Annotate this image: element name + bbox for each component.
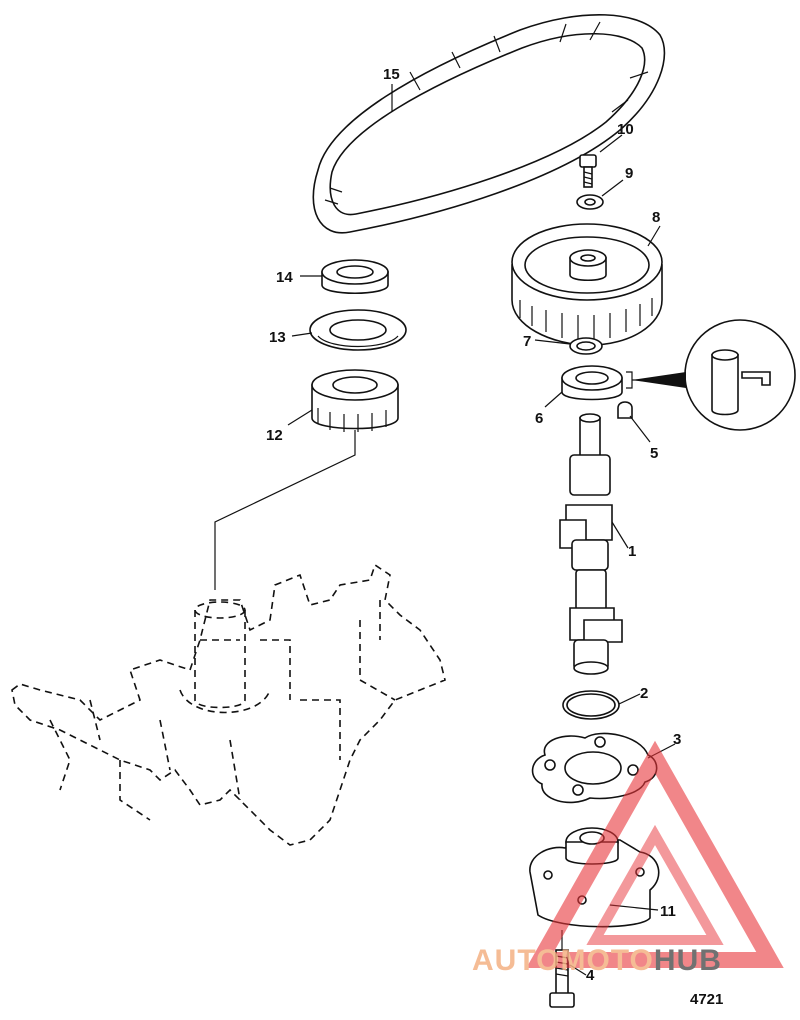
figure-number: 4721: [690, 991, 723, 1008]
svg-text:AUTOMOTOHUB: AUTOMOTOHUB: [472, 944, 722, 977]
label-8: 8: [652, 209, 660, 226]
timing-belt: [312, 13, 666, 234]
label-12: 12: [266, 427, 283, 444]
gasket: [531, 732, 658, 804]
bearing: [561, 365, 685, 401]
camshaft-pulley: [511, 223, 663, 346]
callouts: 15 10 9 8 7 6 5 1 2 3 11 4 14 13 12 4721: [266, 66, 723, 1008]
bolt-top: [579, 154, 597, 188]
detail-inset: [632, 319, 796, 431]
label-9: 9: [625, 165, 633, 182]
oil-seal: [321, 259, 389, 295]
label-11: 11: [660, 903, 676, 920]
label-2: 2: [640, 685, 648, 702]
label-5: 5: [650, 445, 658, 462]
watermark-logo: AUTOMOTOHUB: [472, 740, 784, 977]
label-10: 10: [617, 121, 634, 138]
watermark-text-primary: AUTOMOTO: [472, 944, 654, 977]
label-6: 6: [535, 410, 543, 427]
pulley-plate: [309, 309, 407, 351]
label-7: 7: [523, 333, 531, 350]
woodruff-key: [617, 401, 633, 419]
crankshaft-pulley: [214, 369, 399, 590]
watermark-text-secondary: HUB: [654, 944, 722, 977]
camshaft: [559, 413, 629, 675]
label-3: 3: [673, 731, 681, 748]
label-13: 13: [269, 329, 286, 346]
label-15: 15: [383, 66, 400, 83]
label-4: 4: [586, 967, 595, 984]
label-14: 14: [276, 269, 293, 286]
label-1: 1: [628, 543, 636, 560]
engine-block: [11, 563, 446, 846]
